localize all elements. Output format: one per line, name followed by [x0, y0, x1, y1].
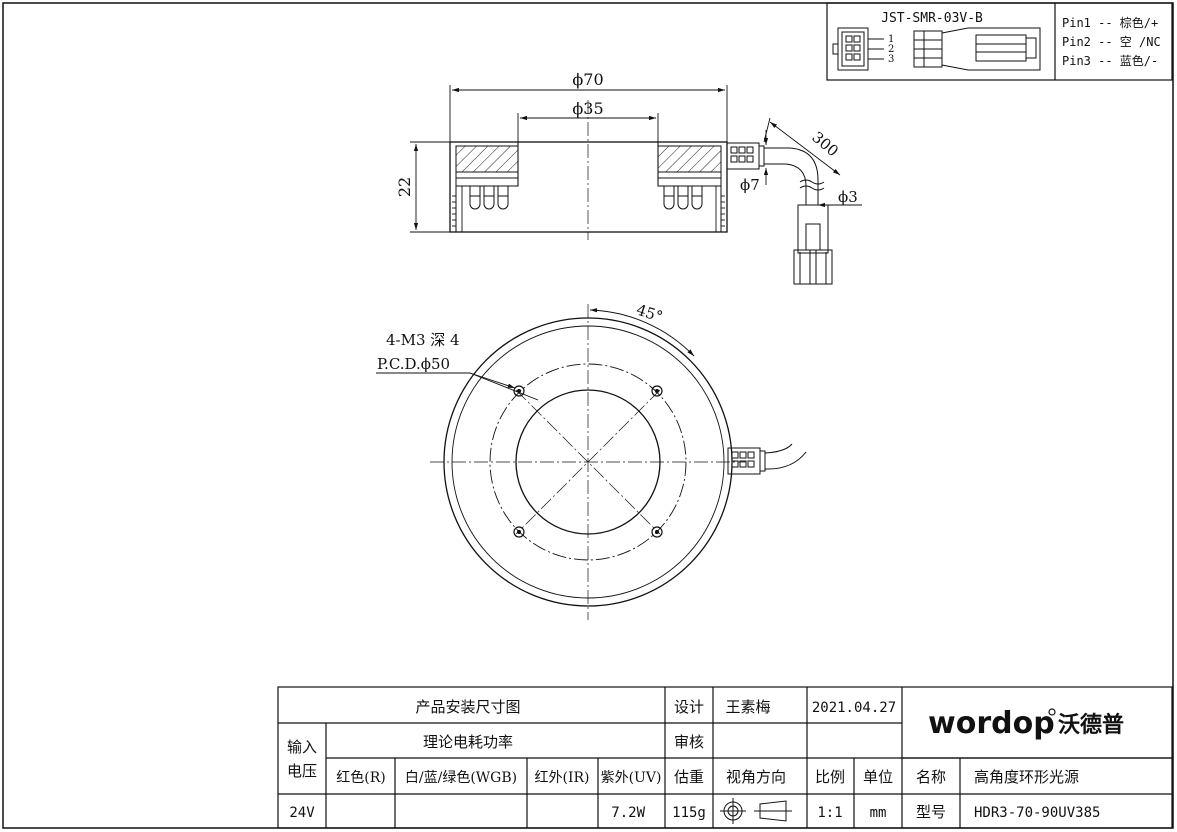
scale-label: 比例	[815, 768, 845, 786]
pin-definition: Pin1 -- 棕色/+	[1062, 15, 1158, 30]
title-block-text: 产品安装尺寸图 设计 王素梅 2021.04.27 输入 电压 理论电耗功率 审…	[287, 698, 1124, 824]
color-uv-header: 紫外(UV)	[601, 770, 662, 786]
pcd-label: P.C.D.ϕ50	[377, 355, 450, 373]
logo-chinese: 沃德普	[1058, 712, 1124, 738]
cable-gland-icon	[727, 443, 807, 475]
top-view: 45° 4-M3 深 4 P.C.D.ϕ50	[376, 301, 807, 620]
connector-side-icon	[913, 27, 1041, 71]
drawing-title: 产品安装尺寸图	[415, 698, 520, 716]
connector-model: JST-SMR-03V-B	[881, 11, 983, 26]
connector-plug-icon	[793, 204, 833, 285]
unit-label: 单位	[863, 768, 893, 786]
mounting-hole-icon	[513, 385, 663, 538]
angle-label: 45°	[634, 301, 665, 326]
voltage-value: 24V	[289, 805, 315, 821]
design-label: 设计	[674, 698, 704, 716]
color-wgb-header: 白/蓝/绿色(WGB)	[405, 769, 517, 786]
side-section-view: ϕ70 ϕ35 22	[395, 70, 862, 285]
logo-latin: wordop	[928, 706, 1055, 741]
title-block	[277, 686, 1173, 829]
weight-value: 115g	[672, 805, 706, 821]
projection-symbol-icon	[720, 798, 792, 824]
weight-label: 估重	[674, 768, 704, 786]
led-icon	[469, 186, 509, 210]
scale-value: 1:1	[817, 805, 842, 821]
height-label: 22	[395, 177, 414, 197]
product-name: 高角度环形光源	[974, 768, 1079, 786]
pin-definition: Pin2 -- 空 /NC	[1062, 35, 1161, 49]
connector-face-icon	[832, 27, 884, 71]
input-voltage-label: 电压	[287, 762, 317, 780]
dimension-line	[769, 121, 841, 176]
connector-pin-number: 2	[888, 44, 894, 55]
uv-power-value: 7.2W	[611, 805, 645, 821]
company-logo: wordop 沃德普	[928, 706, 1124, 741]
gland-diameter-label: ϕ7	[740, 176, 760, 194]
color-red-header: 红色(R)	[336, 769, 385, 786]
angle-dimension-arc	[589, 308, 695, 357]
connector-box: JST-SMR-03V-B 1 2 3	[826, 2, 1173, 81]
name-label: 名称	[916, 768, 946, 786]
drawing-date: 2021.04.27	[812, 700, 896, 716]
pin-definition: Pin3 -- 蓝色/-	[1062, 54, 1158, 68]
connector-pin-number: 1	[888, 34, 894, 45]
color-ir-header: 红外(IR)	[535, 770, 590, 786]
model-value: HDR3-70-90UV385	[974, 805, 1100, 821]
outer-diameter-label: ϕ70	[572, 70, 603, 89]
unit-value: mm	[870, 805, 887, 821]
cable-gland-icon	[726, 142, 819, 205]
designer-name: 王素梅	[725, 698, 770, 716]
hole-spec-label: 4-M3 深 4	[386, 331, 460, 349]
led-icon	[663, 186, 703, 210]
connector-pin-number: 3	[888, 54, 894, 65]
cable-diameter-label: ϕ3	[838, 188, 858, 206]
power-label: 理论电耗功率	[423, 733, 513, 751]
view-label: 视角方向	[726, 768, 786, 786]
model-label: 型号	[916, 803, 946, 821]
review-label: 审核	[674, 733, 704, 751]
input-voltage-label: 输入	[287, 738, 317, 756]
